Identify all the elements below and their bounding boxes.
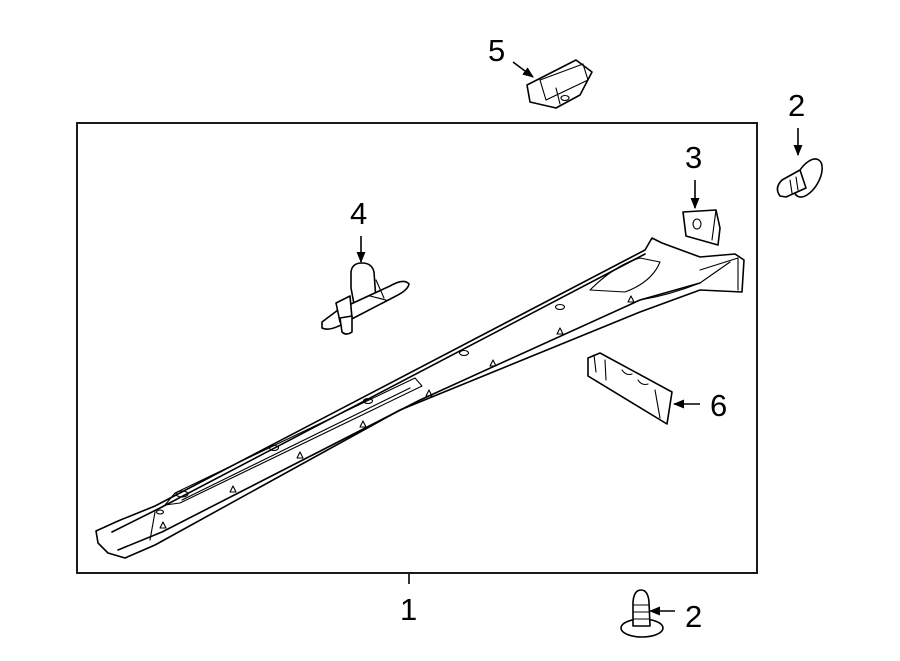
callout-2-upper: 2 (788, 88, 805, 123)
push-pin-upper-part[interactable] (776, 154, 828, 201)
callout-3: 3 (685, 140, 702, 175)
callout-5: 5 (488, 33, 505, 68)
callout-1: 1 (400, 592, 417, 627)
nut-clip-part[interactable] (682, 209, 721, 246)
leader-line-5 (512, 61, 534, 78)
callout-4: 4 (350, 196, 367, 231)
callout-2-lower: 2 (685, 599, 702, 634)
insulator-part[interactable] (587, 352, 673, 425)
retainer-clip-part[interactable] (321, 262, 410, 335)
rocker-panel-part[interactable] (95, 237, 745, 559)
callout-6: 6 (710, 388, 727, 423)
push-pin-lower-part[interactable] (620, 589, 664, 638)
bracket-part[interactable] (526, 59, 593, 109)
